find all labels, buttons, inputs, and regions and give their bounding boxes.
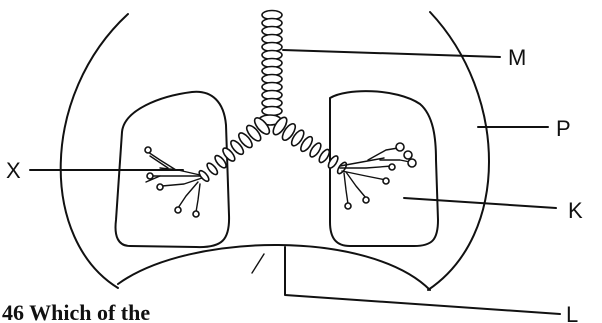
question-caption: 46 Which of the	[2, 300, 150, 323]
right-bronchus	[271, 115, 348, 175]
trachea	[259, 11, 282, 126]
diaphragm-mark	[252, 254, 264, 273]
cartilage-ring	[262, 107, 282, 116]
right-bronchioles	[340, 143, 416, 209]
left-bronchioles	[145, 147, 202, 217]
label-m: M	[508, 45, 526, 70]
rib-cage-left-arc	[61, 14, 128, 288]
rib-cage-right-arc	[428, 12, 489, 290]
diaphragm	[118, 245, 430, 290]
label-k: K	[568, 198, 583, 223]
leader-line-m	[283, 50, 500, 57]
leader-line-k	[404, 198, 556, 208]
label-p: P	[556, 116, 571, 141]
label-l: L	[566, 302, 578, 323]
leader-line-l	[285, 247, 560, 314]
label-x: X	[6, 158, 21, 183]
left-bronchus	[198, 115, 272, 182]
